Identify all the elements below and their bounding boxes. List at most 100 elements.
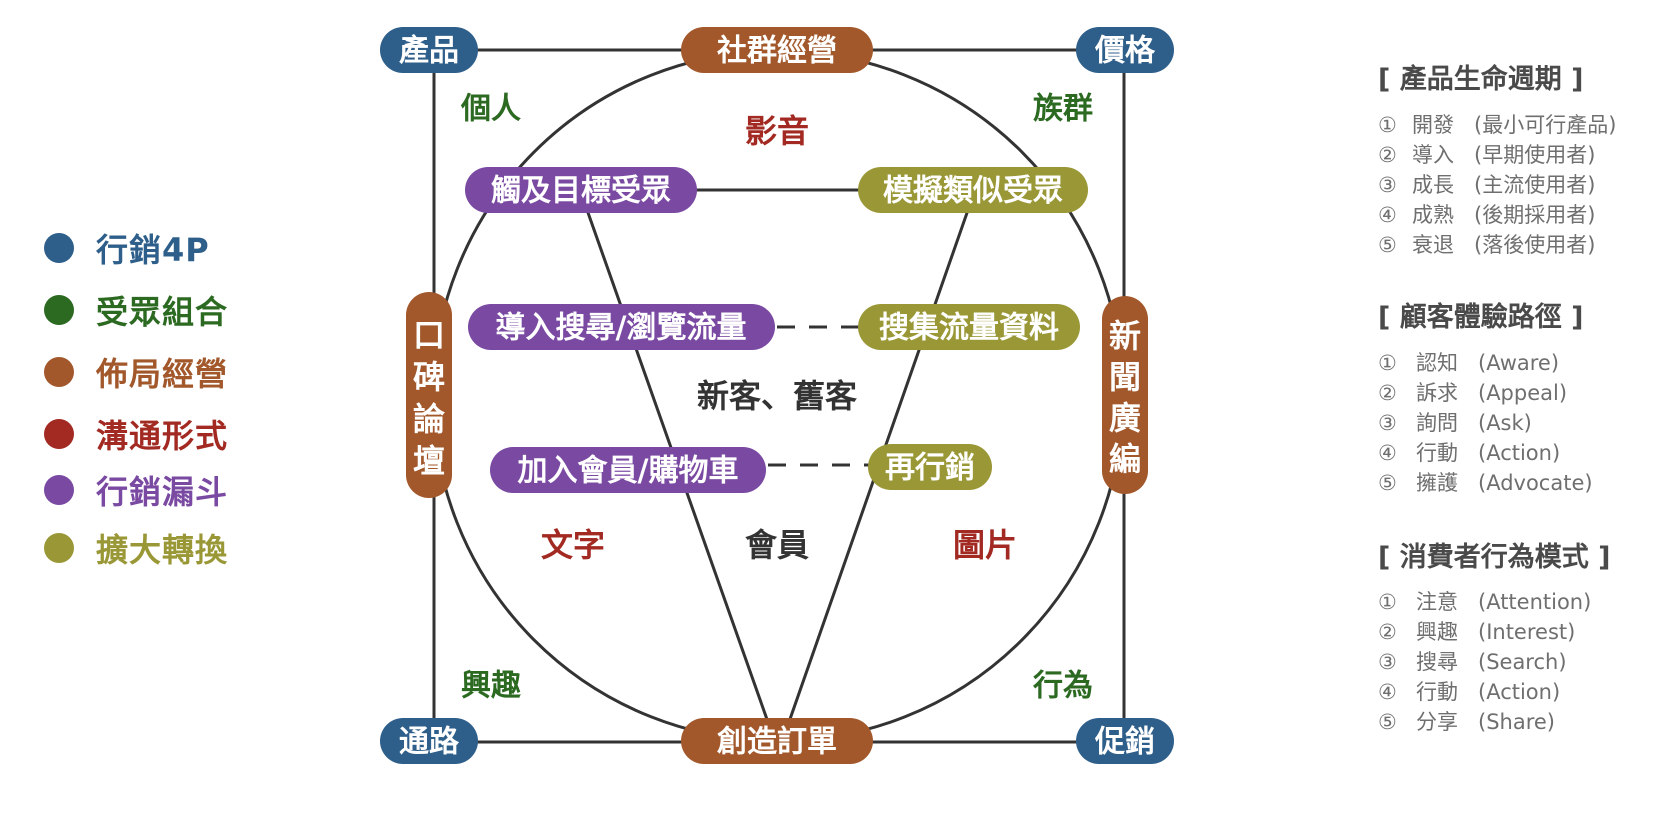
list-item: ② 訴求 (Appeal) [1378, 378, 1567, 408]
item-term: 導入 [1412, 143, 1454, 167]
funnel-reach: 觸及目標受眾 [465, 167, 697, 213]
corner-price: 價格 [1076, 27, 1174, 73]
legend-item-communication-format: 溝通形式 [44, 414, 229, 455]
item-term: 成長 [1412, 173, 1454, 197]
item-desc: (Search) [1478, 650, 1567, 674]
conversion-retarget: 再行銷 [868, 444, 992, 490]
legend-dot [44, 533, 74, 563]
item-desc: (Interest) [1478, 620, 1576, 644]
item-term: 擁護 [1416, 471, 1458, 495]
item-number: ② [1378, 381, 1397, 405]
legend-dot [44, 295, 74, 325]
corner-place: 通路 [380, 718, 478, 764]
item-term: 行動 [1416, 680, 1458, 704]
funnel-search-label: 導入搜尋/瀏覽流量 [496, 311, 747, 346]
corner-product: 產品 [380, 27, 478, 73]
panel-title: [ 產品生命週期 ] [1378, 64, 1584, 95]
legend-label: 擴大轉換 [96, 531, 229, 569]
conversion-collect: 搜集流量資料 [858, 304, 1080, 350]
legend-item-audience-mix: 受眾組合 [44, 290, 228, 331]
list-item: ④ 行動 (Action) [1378, 438, 1560, 468]
panel-title: [ 消費者行為模式 ] [1378, 542, 1611, 573]
node-community-label: 社群經營 [717, 34, 837, 69]
node-order: 創造訂單 [681, 718, 873, 764]
item-desc: (後期採用者) [1474, 203, 1596, 227]
corner-place-label: 通路 [399, 725, 460, 760]
item-term: 成熟 [1412, 203, 1454, 227]
audience-group: 族群 [1033, 92, 1093, 127]
audience-personal: 個人 [460, 92, 521, 127]
list-item: ② 興趣 (Interest) [1378, 617, 1575, 647]
list-item: ④ 行動 (Action) [1378, 677, 1560, 707]
item-desc: (主流使用者) [1474, 173, 1596, 197]
list-item: ① 注意 (Attention) [1378, 587, 1591, 617]
legend-dot [44, 419, 74, 449]
legend-dot [44, 233, 74, 263]
item-desc: (最小可行產品) [1474, 113, 1617, 137]
node-order-label: 創造訂單 [717, 725, 837, 760]
item-term: 詢問 [1416, 411, 1458, 435]
node-forum-char: 碑 [413, 358, 445, 396]
format-text: 文字 [541, 526, 605, 564]
item-desc: (Appeal) [1478, 381, 1568, 405]
corner-promotion-label: 促銷 [1094, 725, 1155, 760]
list-item: ③ 搜尋 (Search) [1378, 647, 1567, 677]
legend-item-marketing-4p: 行銷4P [44, 228, 210, 269]
item-term: 注意 [1416, 590, 1458, 614]
item-term: 訴求 [1416, 381, 1458, 405]
legend-label: 佈局經營 [96, 355, 229, 393]
node-community: 社群經營 [681, 27, 873, 73]
node-news: 新 聞 廣 編 [1102, 296, 1148, 494]
item-number: ① [1378, 351, 1397, 375]
format-image: 圖片 [953, 526, 1017, 564]
legend-label: 行銷漏斗 [96, 473, 229, 511]
legend-dot [44, 475, 74, 505]
item-term: 興趣 [1416, 620, 1458, 644]
funnel-join-label: 加入會員/購物車 [518, 454, 739, 489]
item-number: ④ [1378, 441, 1397, 465]
item-desc: (Action) [1478, 680, 1561, 704]
list-item: ⑤ 衰退 (落後使用者) [1378, 230, 1595, 260]
node-news-char: 編 [1109, 440, 1141, 478]
conversion-retarget-label: 再行銷 [885, 451, 975, 486]
list-item: ④ 成熟 (後期採用者) [1378, 200, 1595, 230]
node-forum-char: 論 [413, 400, 445, 438]
item-number: ⑤ [1378, 710, 1397, 734]
node-forum: 口 碑 論 壇 [406, 292, 452, 498]
item-term: 行動 [1416, 441, 1458, 465]
item-number: ③ [1378, 650, 1397, 674]
legend-item-layout-operation: 佈局經營 [44, 352, 229, 393]
item-term: 分享 [1416, 710, 1458, 734]
corner-product-label: 產品 [399, 34, 459, 69]
panel-title: [ 顧客體驗路徑 ] [1378, 302, 1584, 333]
funnel-reach-label: 觸及目標受眾 [491, 174, 671, 209]
item-number: ⑤ [1378, 233, 1397, 257]
item-term: 衰退 [1412, 233, 1454, 257]
item-number: ② [1378, 620, 1397, 644]
conversion-lookalike-label: 模擬類似受眾 [883, 174, 1063, 209]
item-desc: (早期使用者) [1474, 143, 1596, 167]
item-term: 搜尋 [1416, 650, 1458, 674]
item-number: ④ [1378, 680, 1397, 704]
audience-interest: 興趣 [461, 669, 521, 704]
item-desc: (Action) [1478, 441, 1561, 465]
node-news-char: 廣 [1109, 399, 1141, 437]
conversion-lookalike: 模擬類似受眾 [858, 167, 1088, 213]
funnel-join: 加入會員/購物車 [490, 447, 766, 493]
item-number: ① [1378, 590, 1397, 614]
item-desc: (落後使用者) [1474, 233, 1596, 257]
node-forum-char: 口 [413, 316, 445, 354]
center-customers: 新客、舊客 [697, 377, 857, 415]
item-term: 認知 [1416, 351, 1458, 375]
item-desc: (Attention) [1478, 590, 1592, 614]
item-number: ④ [1378, 203, 1397, 227]
item-desc: (Advocate) [1478, 471, 1593, 495]
legend-label: 溝通形式 [96, 417, 229, 455]
center-members: 會員 [745, 526, 809, 564]
